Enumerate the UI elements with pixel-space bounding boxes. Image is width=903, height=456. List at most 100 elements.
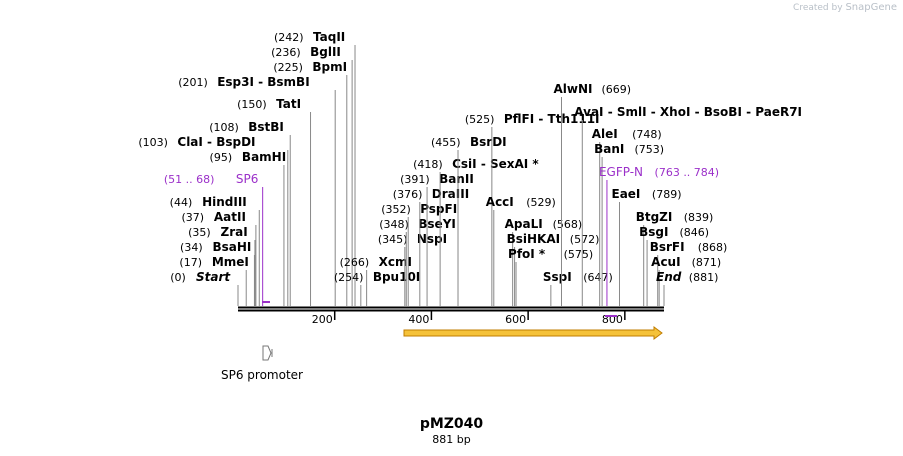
site-name: AleI xyxy=(592,127,618,141)
site-label-group: (352) PspFI xyxy=(381,202,457,306)
site-position: (34) xyxy=(180,241,203,254)
promoter-label: SP6 promoter xyxy=(221,368,303,382)
site-label-group: (34) BsaHI xyxy=(180,240,255,306)
promoter-arrow xyxy=(262,345,272,361)
site-position: (35) xyxy=(188,226,211,239)
site-name: SP6 xyxy=(236,172,258,186)
site-name: PspFI xyxy=(420,202,457,216)
site-label-group: (242) TaqII xyxy=(274,30,356,306)
site-label-group: (669) AlwNI xyxy=(553,82,631,306)
site-position: (242) xyxy=(274,31,304,44)
site-label-group: (575) PfoI * xyxy=(508,247,593,306)
site-label-group: (529) AccI xyxy=(486,195,556,306)
site-name: AatII xyxy=(214,210,246,224)
site-name: MmeI xyxy=(212,255,249,269)
site-name: BglII xyxy=(310,45,341,59)
watermark-brand: SnapGene xyxy=(845,2,897,13)
site-position: (753) xyxy=(635,143,665,156)
site-position: (352) xyxy=(381,203,411,216)
site-position: (763 .. 784) xyxy=(655,166,720,179)
site-label-group: (568)ApaLI xyxy=(505,217,582,306)
site-label-group: (712)AvaI - SmlI - XhoI - BsoBI - PaeR7I xyxy=(574,105,802,306)
site-name: XcmI xyxy=(379,255,412,269)
site-position: (37) xyxy=(181,211,204,224)
site-label-group: (266) XcmI xyxy=(340,255,412,306)
site-position: (103) xyxy=(138,136,168,149)
site-label-group: (789)EaeI xyxy=(612,187,682,306)
ruler-tick-label: 800 xyxy=(602,313,623,326)
site-label-group: (753) BanI xyxy=(594,142,664,306)
site-name: EGFP-N xyxy=(599,165,643,179)
site-name: BtgZI xyxy=(636,210,673,224)
site-name: AvaI - SmlI - XhoI - BsoBI - PaeR7I xyxy=(574,105,802,119)
site-label-group: (376)DraIII xyxy=(393,187,469,306)
site-name: ClaI - BspDI xyxy=(177,135,255,149)
site-name: BamHI xyxy=(242,150,286,164)
site-name: SspI xyxy=(543,270,572,284)
site-label-group: (418)CsiI - SexAI * xyxy=(413,157,539,306)
site-position: (871) xyxy=(692,256,722,269)
site-label-group: (44) HindIII xyxy=(170,195,260,306)
site-label-group: (572)BsiHKAI xyxy=(507,232,599,306)
feature-arrow xyxy=(403,326,663,340)
site-name: BsaHI xyxy=(212,240,251,254)
site-label-group: (345)NspI xyxy=(378,232,447,306)
site-name: AccI xyxy=(486,195,514,209)
site-label-group: (839) BtgZI xyxy=(636,210,714,306)
site-label-group: (846) BsgI xyxy=(639,225,709,306)
site-position: (789) xyxy=(652,188,682,201)
site-name: TaqII xyxy=(313,30,345,44)
site-position: (44) xyxy=(170,196,193,209)
site-label-group: (868)BsrFI xyxy=(650,240,727,306)
site-label-group: (871) AcuI xyxy=(651,255,721,306)
plasmid-length: 881 bp xyxy=(432,433,471,446)
site-name: TatI xyxy=(276,97,301,111)
site-name: PfoI * xyxy=(508,247,546,261)
site-name: BsrFI xyxy=(650,240,685,254)
site-label-group: (763 .. 784) EGFP-N xyxy=(599,165,719,306)
site-name: BanI xyxy=(594,142,624,156)
site-position: (236) xyxy=(271,46,301,59)
site-position: (748) xyxy=(632,128,662,141)
site-position: (17) xyxy=(179,256,202,269)
site-label-group: (348)BseYI xyxy=(379,217,456,306)
site-position: (108) xyxy=(209,121,239,134)
site-label-group: (108) BstBI xyxy=(209,120,291,306)
ruler-tick-label: 600 xyxy=(505,313,526,326)
site-position: (669) xyxy=(601,83,631,96)
site-label-group: (17) MmeI xyxy=(179,255,249,306)
site-position: (846) xyxy=(679,226,709,239)
site-label-group: (225)BpmI xyxy=(273,60,348,306)
site-name: BsrDI xyxy=(470,135,507,149)
site-label-group: (881)End xyxy=(656,270,718,306)
site-label-group: (647)SspI xyxy=(543,270,613,306)
site-name: NspI xyxy=(417,232,447,246)
site-label-group: (236) BglII xyxy=(271,45,353,306)
site-position: (95) xyxy=(210,151,233,164)
site-name: BsgI xyxy=(639,225,668,239)
site-position: (266) xyxy=(340,256,370,269)
site-name: BsiHKAI xyxy=(507,232,561,246)
site-position: (225) xyxy=(273,61,303,74)
site-label-group: (37) AatII xyxy=(181,210,257,306)
site-position: (201) xyxy=(178,76,208,89)
plasmid-name: pMZ040 xyxy=(419,416,484,432)
ruler-tick-label: 400 xyxy=(408,313,429,326)
site-name: HindIII xyxy=(202,195,247,209)
site-name: AlwNI xyxy=(553,82,592,96)
site-position: (150) xyxy=(237,98,267,111)
site-name: AcuI xyxy=(651,255,680,269)
site-name: BstBI xyxy=(248,120,284,134)
site-label-group: (391)BanII xyxy=(400,172,474,306)
site-name: ZraI xyxy=(221,225,248,239)
site-name: Start xyxy=(196,270,231,284)
site-position: (525) xyxy=(465,113,495,126)
site-position: (529) xyxy=(526,196,556,209)
site-position: (575) xyxy=(564,248,594,261)
site-name: Esp3I - BsmBI xyxy=(217,75,309,89)
site-position: (391) xyxy=(400,173,430,186)
site-position: (839) xyxy=(684,211,714,224)
site-position: (376) xyxy=(393,188,423,201)
site-position: (455) xyxy=(431,136,461,149)
site-position: (348) xyxy=(379,218,409,231)
